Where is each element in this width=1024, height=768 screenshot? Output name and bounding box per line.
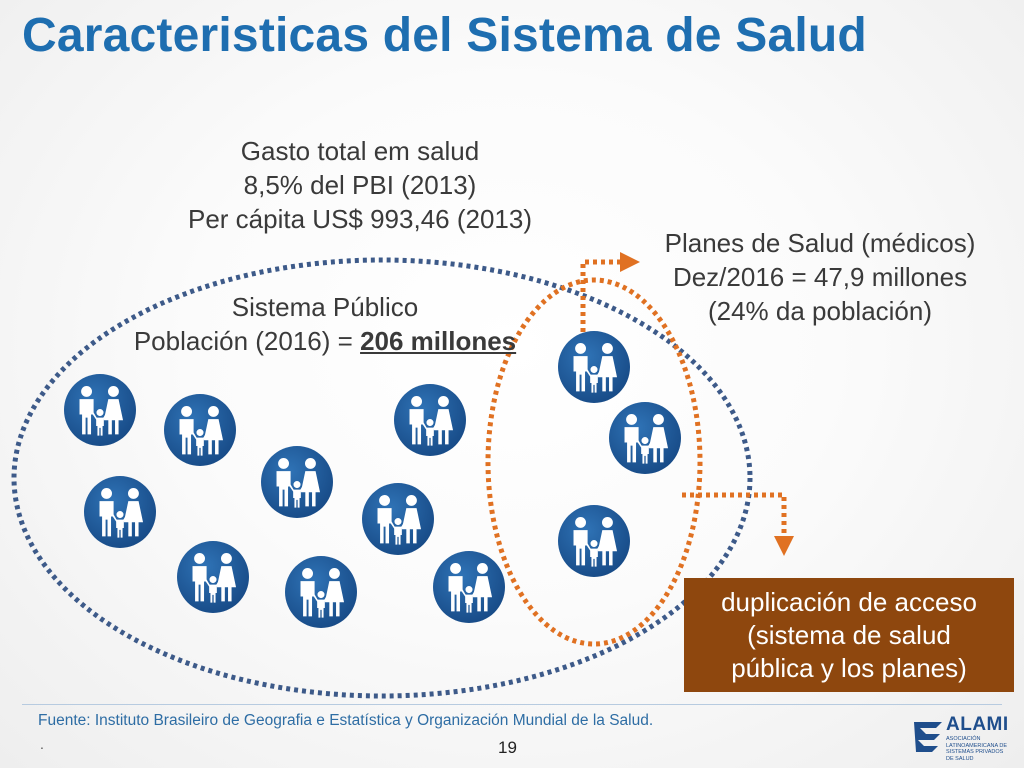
family-icon [362, 483, 434, 555]
planes-line-1: Planes de Salud (médicos) [664, 228, 976, 258]
family-icon [261, 446, 333, 518]
population-value: 206 millones [360, 326, 517, 356]
health-plans-ellipse [485, 277, 703, 647]
gasto-line-3: Per cápita US$ 993,46 (2013) [188, 204, 532, 234]
family-icon [609, 402, 681, 474]
family-icon [84, 476, 156, 548]
planes-arrow [580, 252, 640, 332]
gasto-line-1: Gasto total em salud [240, 136, 480, 166]
planes-line-3: (24% da población) [707, 296, 933, 326]
health-plans-text: Planes de Salud (médicos) Dez/2016 = 47,… [630, 226, 1010, 328]
family-icon [164, 394, 236, 466]
page-number: 19 [498, 738, 517, 757]
total-health-spending-text: Gasto total em salud 8,5% del PBI (2013)… [160, 134, 560, 236]
family-icon [558, 505, 630, 577]
publico-line-2: Población (2016) = 206 millones [100, 324, 550, 358]
footer-divider [22, 704, 1002, 705]
footer-dot: . [40, 736, 44, 752]
family-icon [285, 556, 357, 628]
duplication-arrow [682, 492, 794, 556]
dup-line-1: duplicación de acceso [721, 586, 977, 617]
public-system-text: Sistema Público Población (2016) = 206 m… [100, 290, 550, 358]
publico-line-1: Sistema Público [231, 292, 419, 322]
family-icon [433, 551, 505, 623]
family-icon [177, 541, 249, 613]
logo-subtitle: ASOCIACIÓN LATINOAMERICANA DE SISTEMAS P… [946, 736, 1008, 762]
planes-line-2: Dez/2016 = 47,9 millones [672, 262, 968, 292]
alami-logo-icon [914, 722, 942, 752]
dup-line-2: (sistema de salud [747, 619, 951, 650]
family-icon [64, 374, 136, 446]
population-label: Población (2016) = [133, 326, 361, 356]
family-icon [394, 384, 466, 456]
public-system-ellipse [11, 257, 753, 699]
duplication-callout: duplicación de acceso (sistema de salud … [684, 578, 1014, 692]
family-icon [558, 331, 630, 403]
dup-line-3: pública y los planes) [731, 652, 967, 683]
logo-wordmark: ALAMI [946, 714, 1009, 735]
source-note: Fuente: Instituto Brasileiro de Geografi… [38, 712, 654, 729]
alami-logo: ALAMI ASOCIACIÓN LATINOAMERICANA DE SIST… [912, 712, 1012, 762]
slide-title: Caracteristicas del Sistema de Salud [22, 9, 867, 62]
gasto-line-2: 8,5% del PBI (2013) [243, 170, 477, 200]
